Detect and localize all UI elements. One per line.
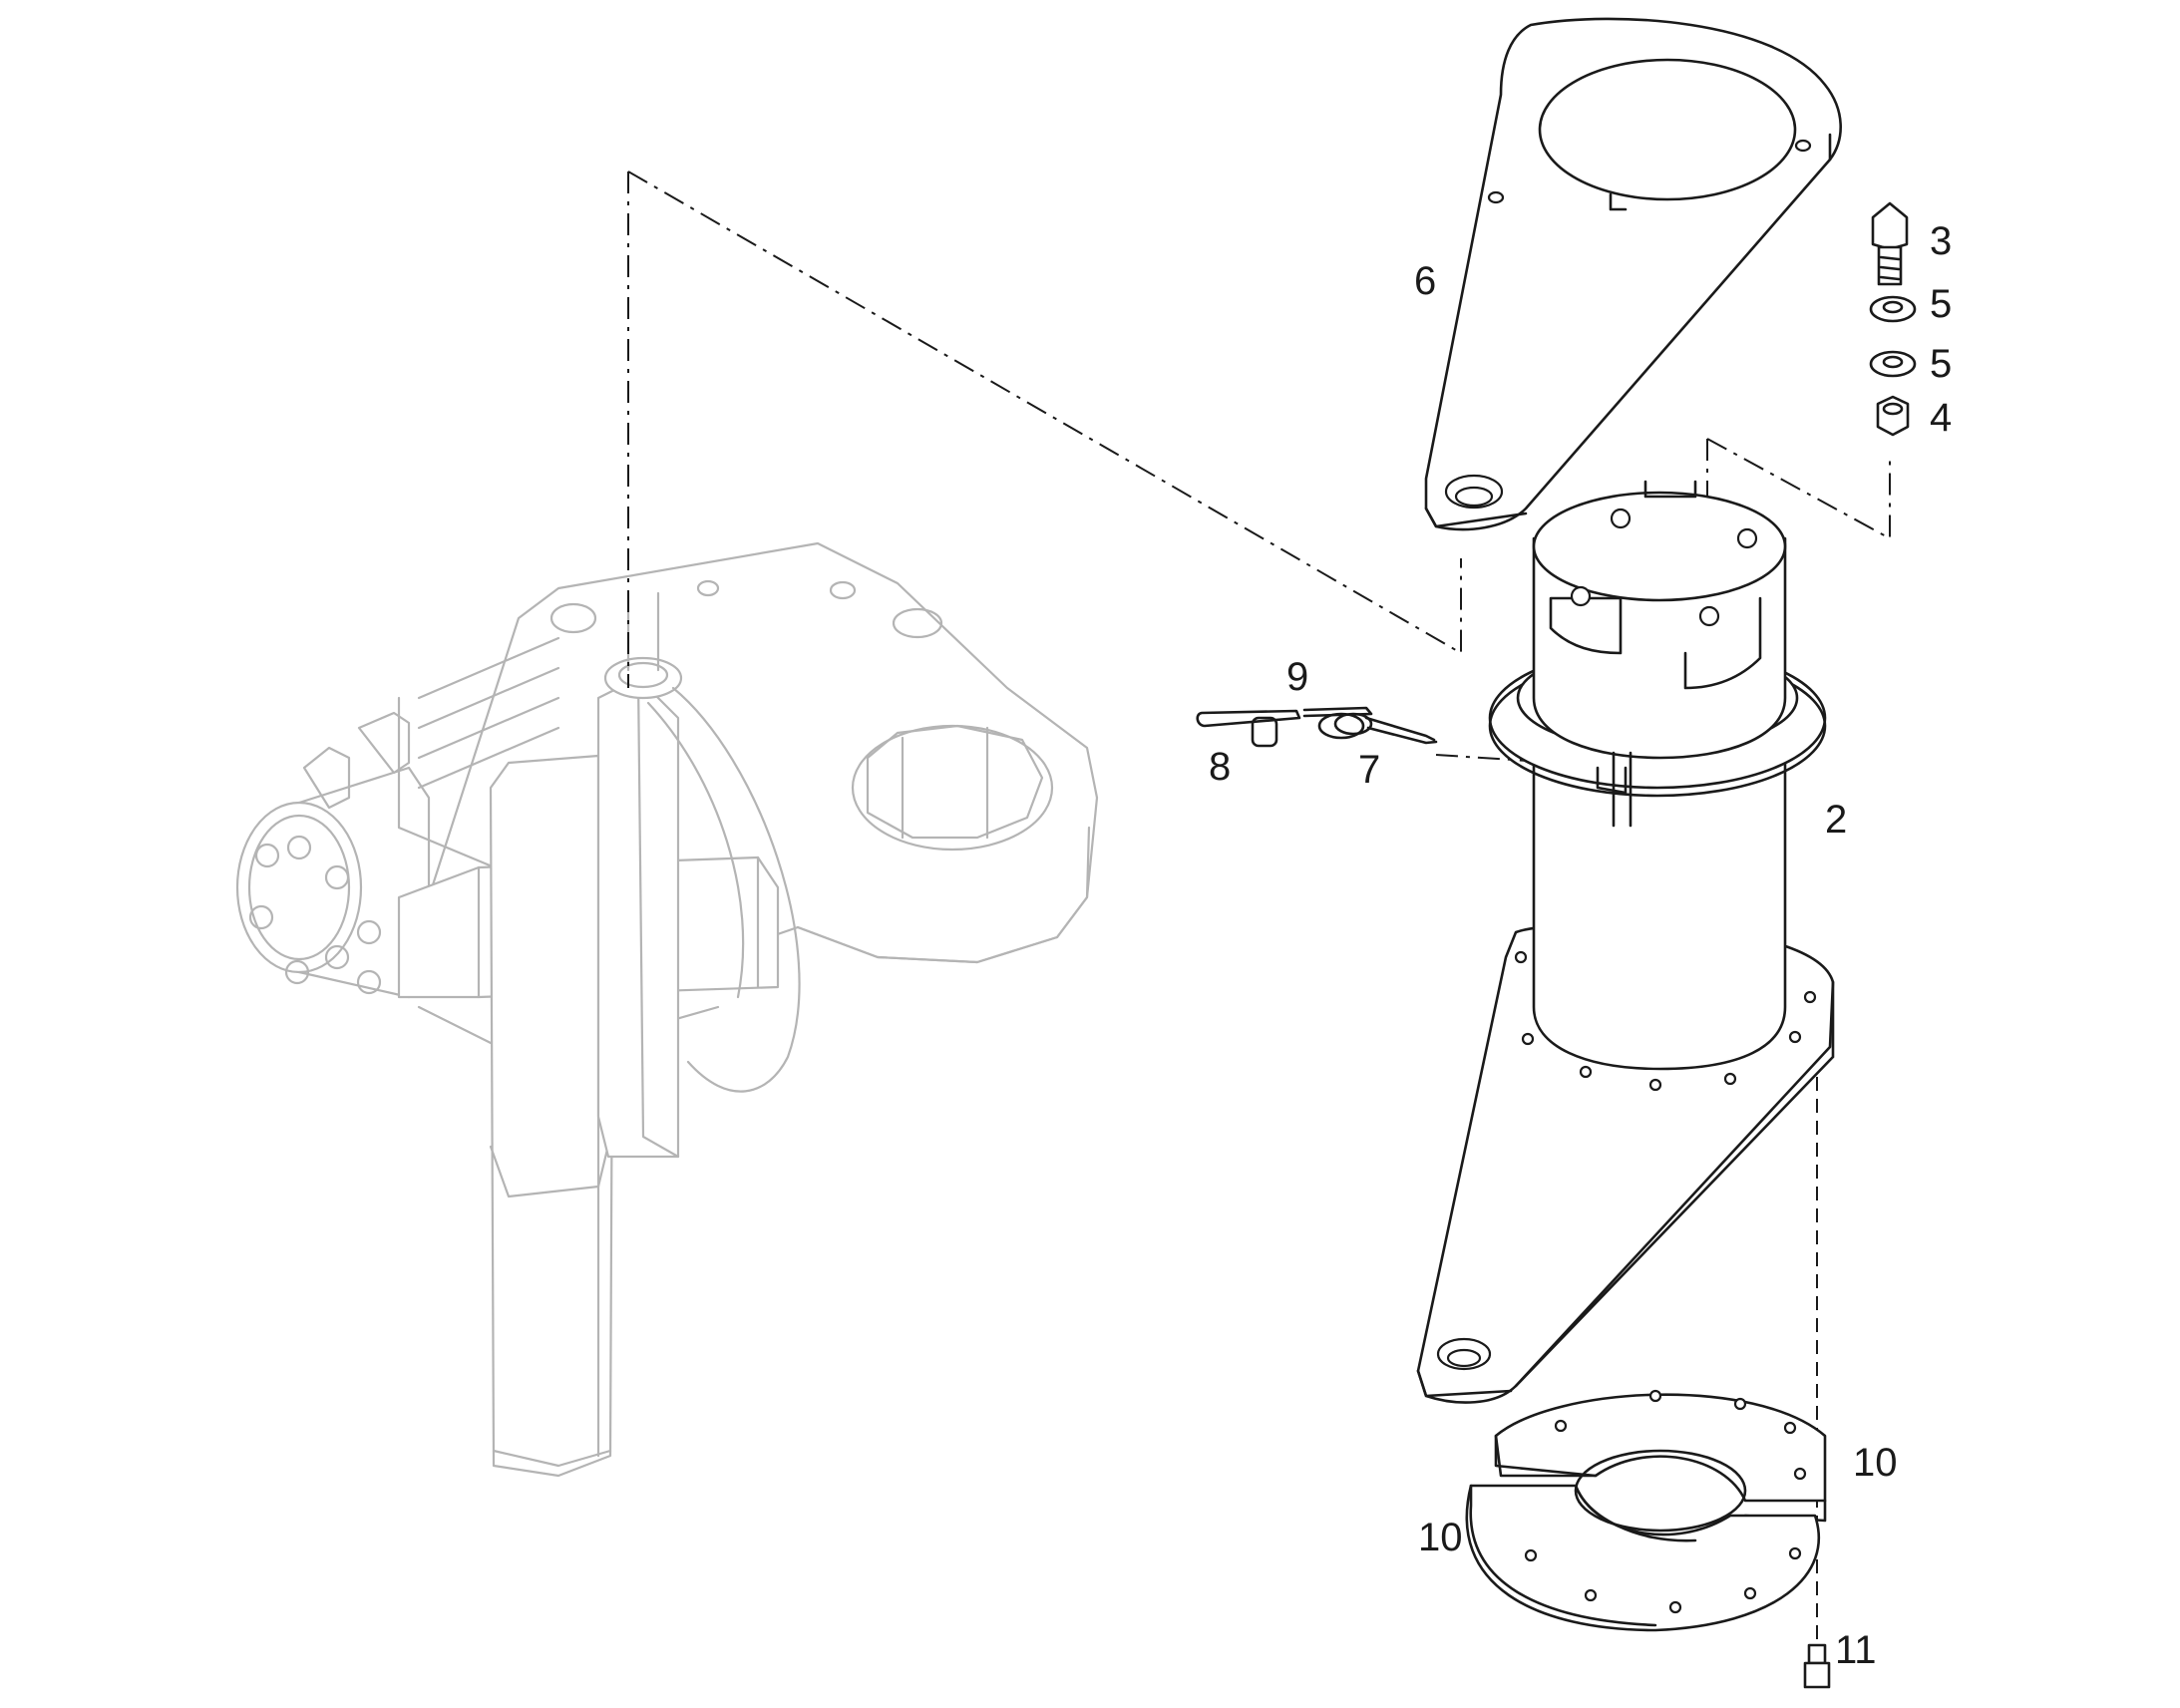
part-6-upper-reaction-plate	[1424, 17, 1842, 531]
callout-6: 6	[1414, 259, 1436, 303]
callout-5-upper: 5	[1930, 282, 1952, 326]
part-2-mounting-sleeve	[1416, 480, 1835, 1404]
part-3-hex-bolt	[1871, 201, 1909, 286]
callout-3: 3	[1930, 219, 1952, 263]
callout-7: 7	[1358, 748, 1380, 792]
part-5-washer-upper	[1869, 295, 1917, 323]
callout-2: 2	[1825, 798, 1847, 842]
callout-10-front: 10	[1418, 1516, 1463, 1559]
part-5-washer-lower	[1869, 350, 1917, 378]
part-4-hex-nut	[1876, 395, 1910, 437]
part-10-split-flange-halves	[1465, 1389, 1827, 1632]
torque-wrench-assembly-ghost	[235, 541, 1099, 1478]
callout-9: 9	[1286, 655, 1308, 699]
callout-5-lower: 5	[1930, 342, 1952, 386]
part-8-quick-release-pin	[1196, 709, 1301, 748]
part-11-socket-screw	[1803, 1643, 1831, 1689]
callout-8: 8	[1209, 745, 1231, 789]
callout-labels: 2 3 4 5 5 6 7 8 9 10 10 11	[1209, 219, 1952, 1672]
part-7-hair-pin-clip	[1317, 712, 1438, 745]
callout-10-rear: 10	[1853, 1441, 1898, 1485]
callout-4: 4	[1930, 396, 1952, 440]
callout-11: 11	[1835, 1628, 1877, 1672]
